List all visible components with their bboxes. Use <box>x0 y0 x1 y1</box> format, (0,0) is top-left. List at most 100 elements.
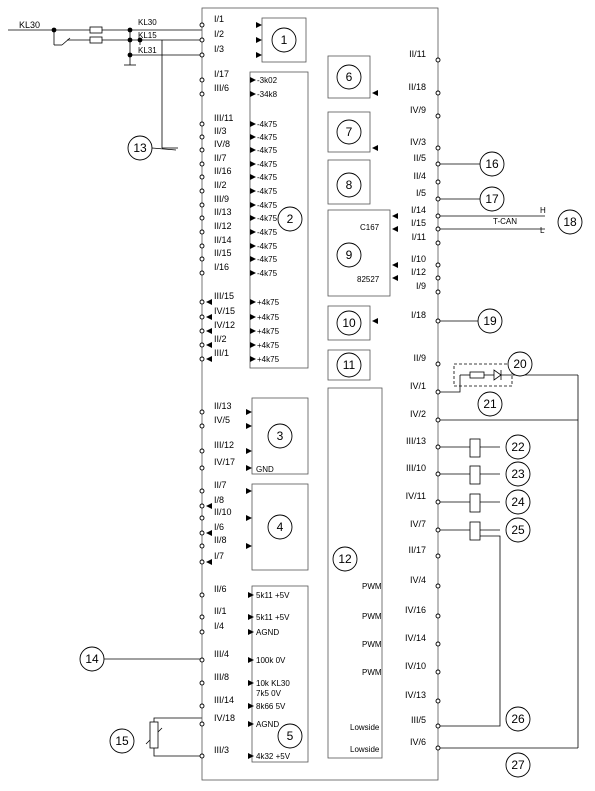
block2-value: -4k75 <box>257 201 278 210</box>
arrow-head <box>248 614 254 620</box>
marker-number: 4 <box>277 520 284 534</box>
marker-circle-23 <box>505 461 531 487</box>
arrow-head <box>372 90 378 96</box>
marker-number: 26 <box>511 712 525 726</box>
pin-terminal <box>199 52 205 58</box>
pin-terminal <box>435 499 441 505</box>
arrow-head <box>206 503 212 509</box>
marker-number: 24 <box>511 495 525 509</box>
pin-label: I/1 <box>214 14 224 24</box>
marker-circle-22 <box>505 434 531 460</box>
pin-terminal <box>435 289 441 295</box>
pin-label: III/12 <box>214 440 234 450</box>
marker-circle-24 <box>505 489 531 515</box>
pot-wire-bottom <box>153 748 202 757</box>
pwm-label: PWM <box>362 612 382 621</box>
pin-terminal <box>199 121 205 127</box>
pin-terminal <box>199 657 205 663</box>
pwm-label: PWM <box>362 640 382 649</box>
marker-circle-19 <box>477 308 503 334</box>
arrow-head <box>206 559 212 565</box>
marker-circle-2 <box>277 206 303 232</box>
arrow-head <box>248 657 254 663</box>
arrow-head <box>246 409 252 415</box>
marker-circle-1 <box>271 27 297 53</box>
block2-value: +4k75 <box>257 327 280 336</box>
marker-circle-12 <box>332 546 358 572</box>
pin-terminal <box>435 240 441 246</box>
potentiometer <box>149 721 159 749</box>
marker-13-leader <box>151 147 177 151</box>
arrow-head <box>206 314 212 320</box>
pin-terminal <box>435 361 441 367</box>
pin-terminal <box>435 471 441 477</box>
pin-terminal <box>435 161 441 167</box>
arrow-head <box>246 543 252 549</box>
pin-label: IV/12 <box>214 320 235 330</box>
arrow-head <box>392 275 398 281</box>
pin-terminal <box>199 188 205 194</box>
pin-label: II/3 <box>214 126 227 136</box>
pin-label: II/4 <box>413 171 426 181</box>
pin-label: IV/1 <box>410 381 426 391</box>
arrow-head <box>248 703 254 709</box>
pin-terminal <box>199 530 205 536</box>
pin-label: II/15 <box>214 248 232 258</box>
pin-label: IV/7 <box>410 519 426 529</box>
pin-label: IV/2 <box>410 409 426 419</box>
arrow-head <box>256 52 262 58</box>
marker-circle-15 <box>109 728 135 754</box>
block2-value: -3k02 <box>257 76 278 85</box>
pin-terminal <box>435 583 441 589</box>
pin-terminal <box>435 669 441 675</box>
pin-label: II/11 <box>409 49 426 59</box>
fuse-kl15 <box>89 36 103 44</box>
marker-circle-7 <box>336 119 362 145</box>
arrow-head <box>250 147 256 153</box>
arrow-head <box>256 22 262 28</box>
pin-label: III/10 <box>406 463 426 473</box>
junction-dot <box>51 27 57 33</box>
pin-label: I/11 <box>412 232 426 242</box>
lowside-wire <box>438 535 501 727</box>
marker-circle-18 <box>557 209 583 235</box>
supply-kl30-label: KL30 <box>138 18 157 27</box>
arrow-head <box>246 515 252 521</box>
arrow-head <box>250 121 256 127</box>
c167-label: C167 <box>360 223 380 232</box>
arrow-head <box>250 229 256 235</box>
fuse-kl30 <box>89 26 103 34</box>
pin-label: I/9 <box>416 281 426 291</box>
junction-dot <box>127 52 133 58</box>
block2-value: +4k75 <box>257 298 280 307</box>
arrow-head <box>206 299 212 305</box>
pin-label: I/10 <box>411 254 426 264</box>
pin-label: III/5 <box>411 715 426 725</box>
arrow-head <box>248 592 254 598</box>
pin-label: I/12 <box>411 267 426 277</box>
block5-value: 10k KL30 <box>256 679 290 688</box>
pin-label: IV/15 <box>214 306 235 316</box>
pin-terminal <box>199 91 205 97</box>
pin-terminal <box>435 275 441 281</box>
pin-terminal <box>199 465 205 471</box>
pin-terminal <box>435 196 441 202</box>
marker-number: 15 <box>115 734 129 748</box>
marker-number: 14 <box>85 652 99 666</box>
pin-label: II/1 <box>214 606 227 616</box>
arrow-head <box>246 488 252 494</box>
block2-value: -4k75 <box>257 146 278 155</box>
block2-value: -4k75 <box>257 214 278 223</box>
pin-terminal <box>199 703 205 709</box>
arrow-head <box>250 328 256 334</box>
pin-terminal <box>199 256 205 262</box>
marker-number: 13 <box>133 141 147 155</box>
marker-number: 2 <box>287 212 294 226</box>
block5-value: 8k66 5V <box>256 702 286 711</box>
block5-value: 5k11 +5V <box>256 613 290 622</box>
marker-circle-8 <box>336 172 362 198</box>
pin-label: III/13 <box>406 436 426 446</box>
marker-circle-4 <box>267 514 293 540</box>
block5-value: 100k 0V <box>256 656 286 665</box>
pin-label: I/3 <box>214 44 224 54</box>
